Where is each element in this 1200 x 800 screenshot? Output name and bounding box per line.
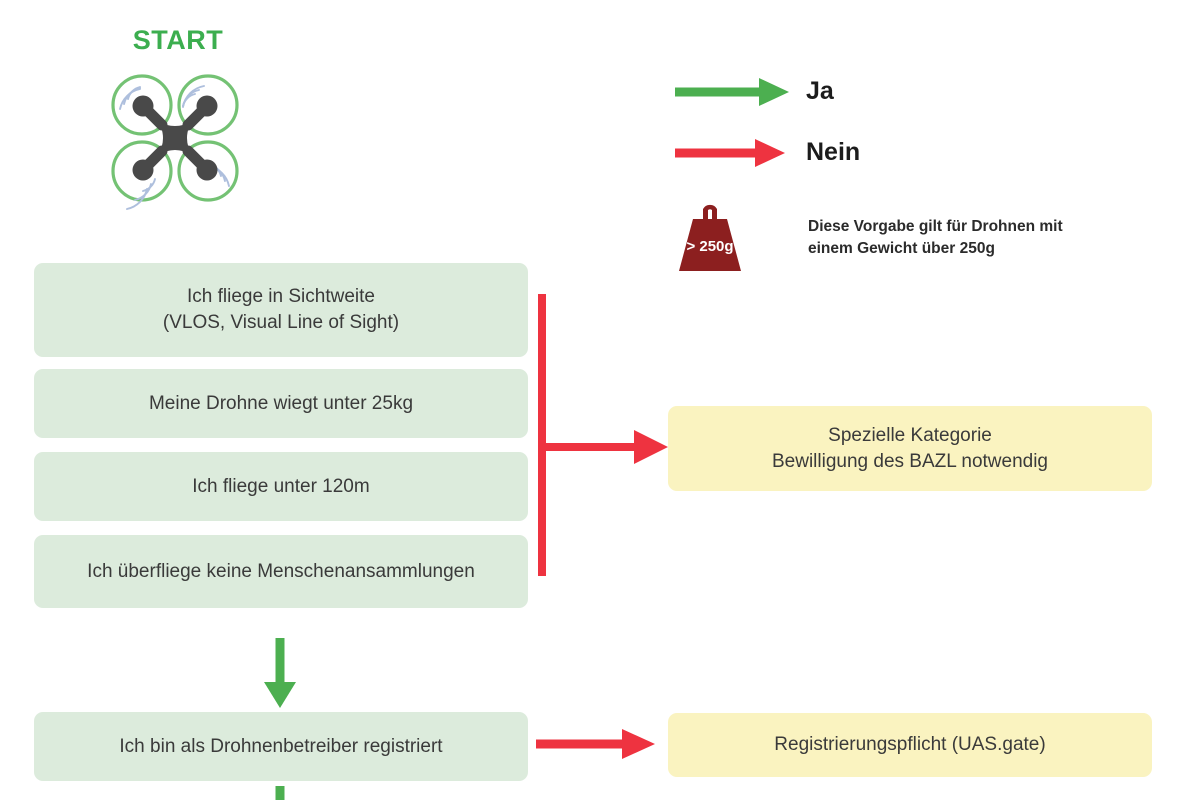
- connector-no-to-registration: [534, 726, 658, 762]
- question-vlos-line-2: (VLOS, Visual Line of Sight): [162, 312, 400, 333]
- question-box-crowds[interactable]: Ich überfliege keine Menschenansammlunge…: [34, 535, 528, 608]
- start-label: START: [132, 25, 224, 55]
- connector-yes-continue: [256, 786, 304, 800]
- outcome-special-category-line-2: Bewilligung des BAZL notwendig: [771, 450, 1049, 472]
- legend-weight-note-line-1: Diese Vorgabe gilt für Drohnen mit: [808, 218, 1063, 235]
- outcome-box-special-category[interactable]: Spezielle Kategorie Bewilligung des BAZL…: [668, 406, 1152, 491]
- question-box-weight[interactable]: Meine Drohne wiegt unter 25kg: [34, 369, 528, 438]
- question-registered-line-1: Ich bin als Drohnenbetreiber registriert: [119, 735, 443, 757]
- outcome-box-registration[interactable]: Registrierungspflicht (UAS.gate): [668, 713, 1152, 777]
- question-box-vlos[interactable]: Ich fliege in Sichtweite (VLOS, Visual L…: [34, 263, 528, 357]
- legend-weight-note: Diese Vorgabe gilt für Drohnen mit einem…: [808, 216, 1148, 261]
- weight-icon: > 250g: [672, 203, 748, 275]
- weight-badge-text: > 250g: [686, 238, 733, 255]
- connector-no-to-special-category: [528, 290, 688, 580]
- legend-weight-note-line-2: einem Gewicht über 250g: [808, 240, 995, 258]
- question-vlos-line-1: Ich fliege in Sichtweite: [186, 286, 375, 308]
- drone-icon: [100, 63, 250, 213]
- question-weight-line-1: Meine Drohne wiegt unter 25kg: [148, 392, 414, 414]
- question-box-altitude[interactable]: Ich fliege unter 120m: [34, 452, 528, 521]
- arrow-right-red-icon: [673, 135, 791, 171]
- question-crowds-line-1: Ich überfliege keine Menschenansammlunge…: [87, 560, 475, 582]
- connector-yes-to-registered: [256, 636, 304, 710]
- legend-label-yes: Ja: [806, 77, 834, 105]
- legend-label-no: Nein: [806, 138, 861, 166]
- outcome-special-category-line-1: Spezielle Kategorie: [828, 424, 992, 446]
- outcome-registration-line-1: Registrierungspflicht (UAS.gate): [774, 734, 1046, 756]
- arrow-right-green-icon: [673, 74, 791, 110]
- question-box-registered[interactable]: Ich bin als Drohnenbetreiber registriert: [34, 712, 528, 781]
- question-altitude-line-1: Ich fliege unter 120m: [192, 475, 370, 497]
